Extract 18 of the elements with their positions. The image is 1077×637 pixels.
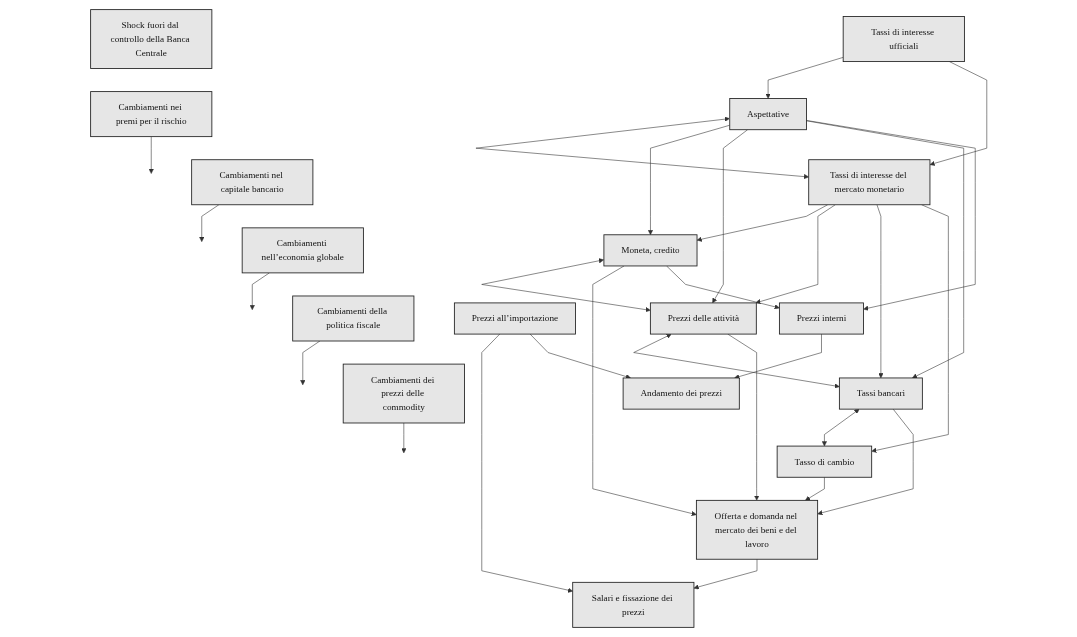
node-box: Tassi di interesse ufficiali [842, 16, 965, 62]
node-box: Shock fuori dal controllo della Banca Centrale [90, 9, 213, 69]
node-box: Prezzi interni [778, 302, 864, 335]
node-box: Cambiamenti nell’economia globale [241, 227, 364, 274]
node-box: Cambiamenti della politica fiscale [292, 295, 415, 342]
node-box: Cambiamenti dei prezzi delle commodity [342, 363, 465, 424]
node-box: Cambiamenti nei premi per il rischio [90, 91, 213, 138]
node-box: Offerta e domanda nel mercato dei beni e del lavoro [695, 499, 818, 560]
node-box: Prezzi delle attività [649, 302, 757, 335]
node-box: Tassi di interesse del mercato monetario [808, 159, 931, 206]
node-box: Andamento dei prezzi [622, 377, 740, 410]
node-box: Moneta, credito [603, 234, 698, 267]
node-box: Tasso di cambio [776, 445, 872, 478]
node-box: Tassi bancari [838, 377, 923, 410]
node-box: Aspettative [729, 98, 807, 131]
node-box: Salari e fissazione dei prezzi [572, 581, 695, 628]
node-box: Cambiamenti nel capitale bancario [191, 159, 314, 206]
node-box: Prezzi all’importazione [453, 302, 576, 335]
